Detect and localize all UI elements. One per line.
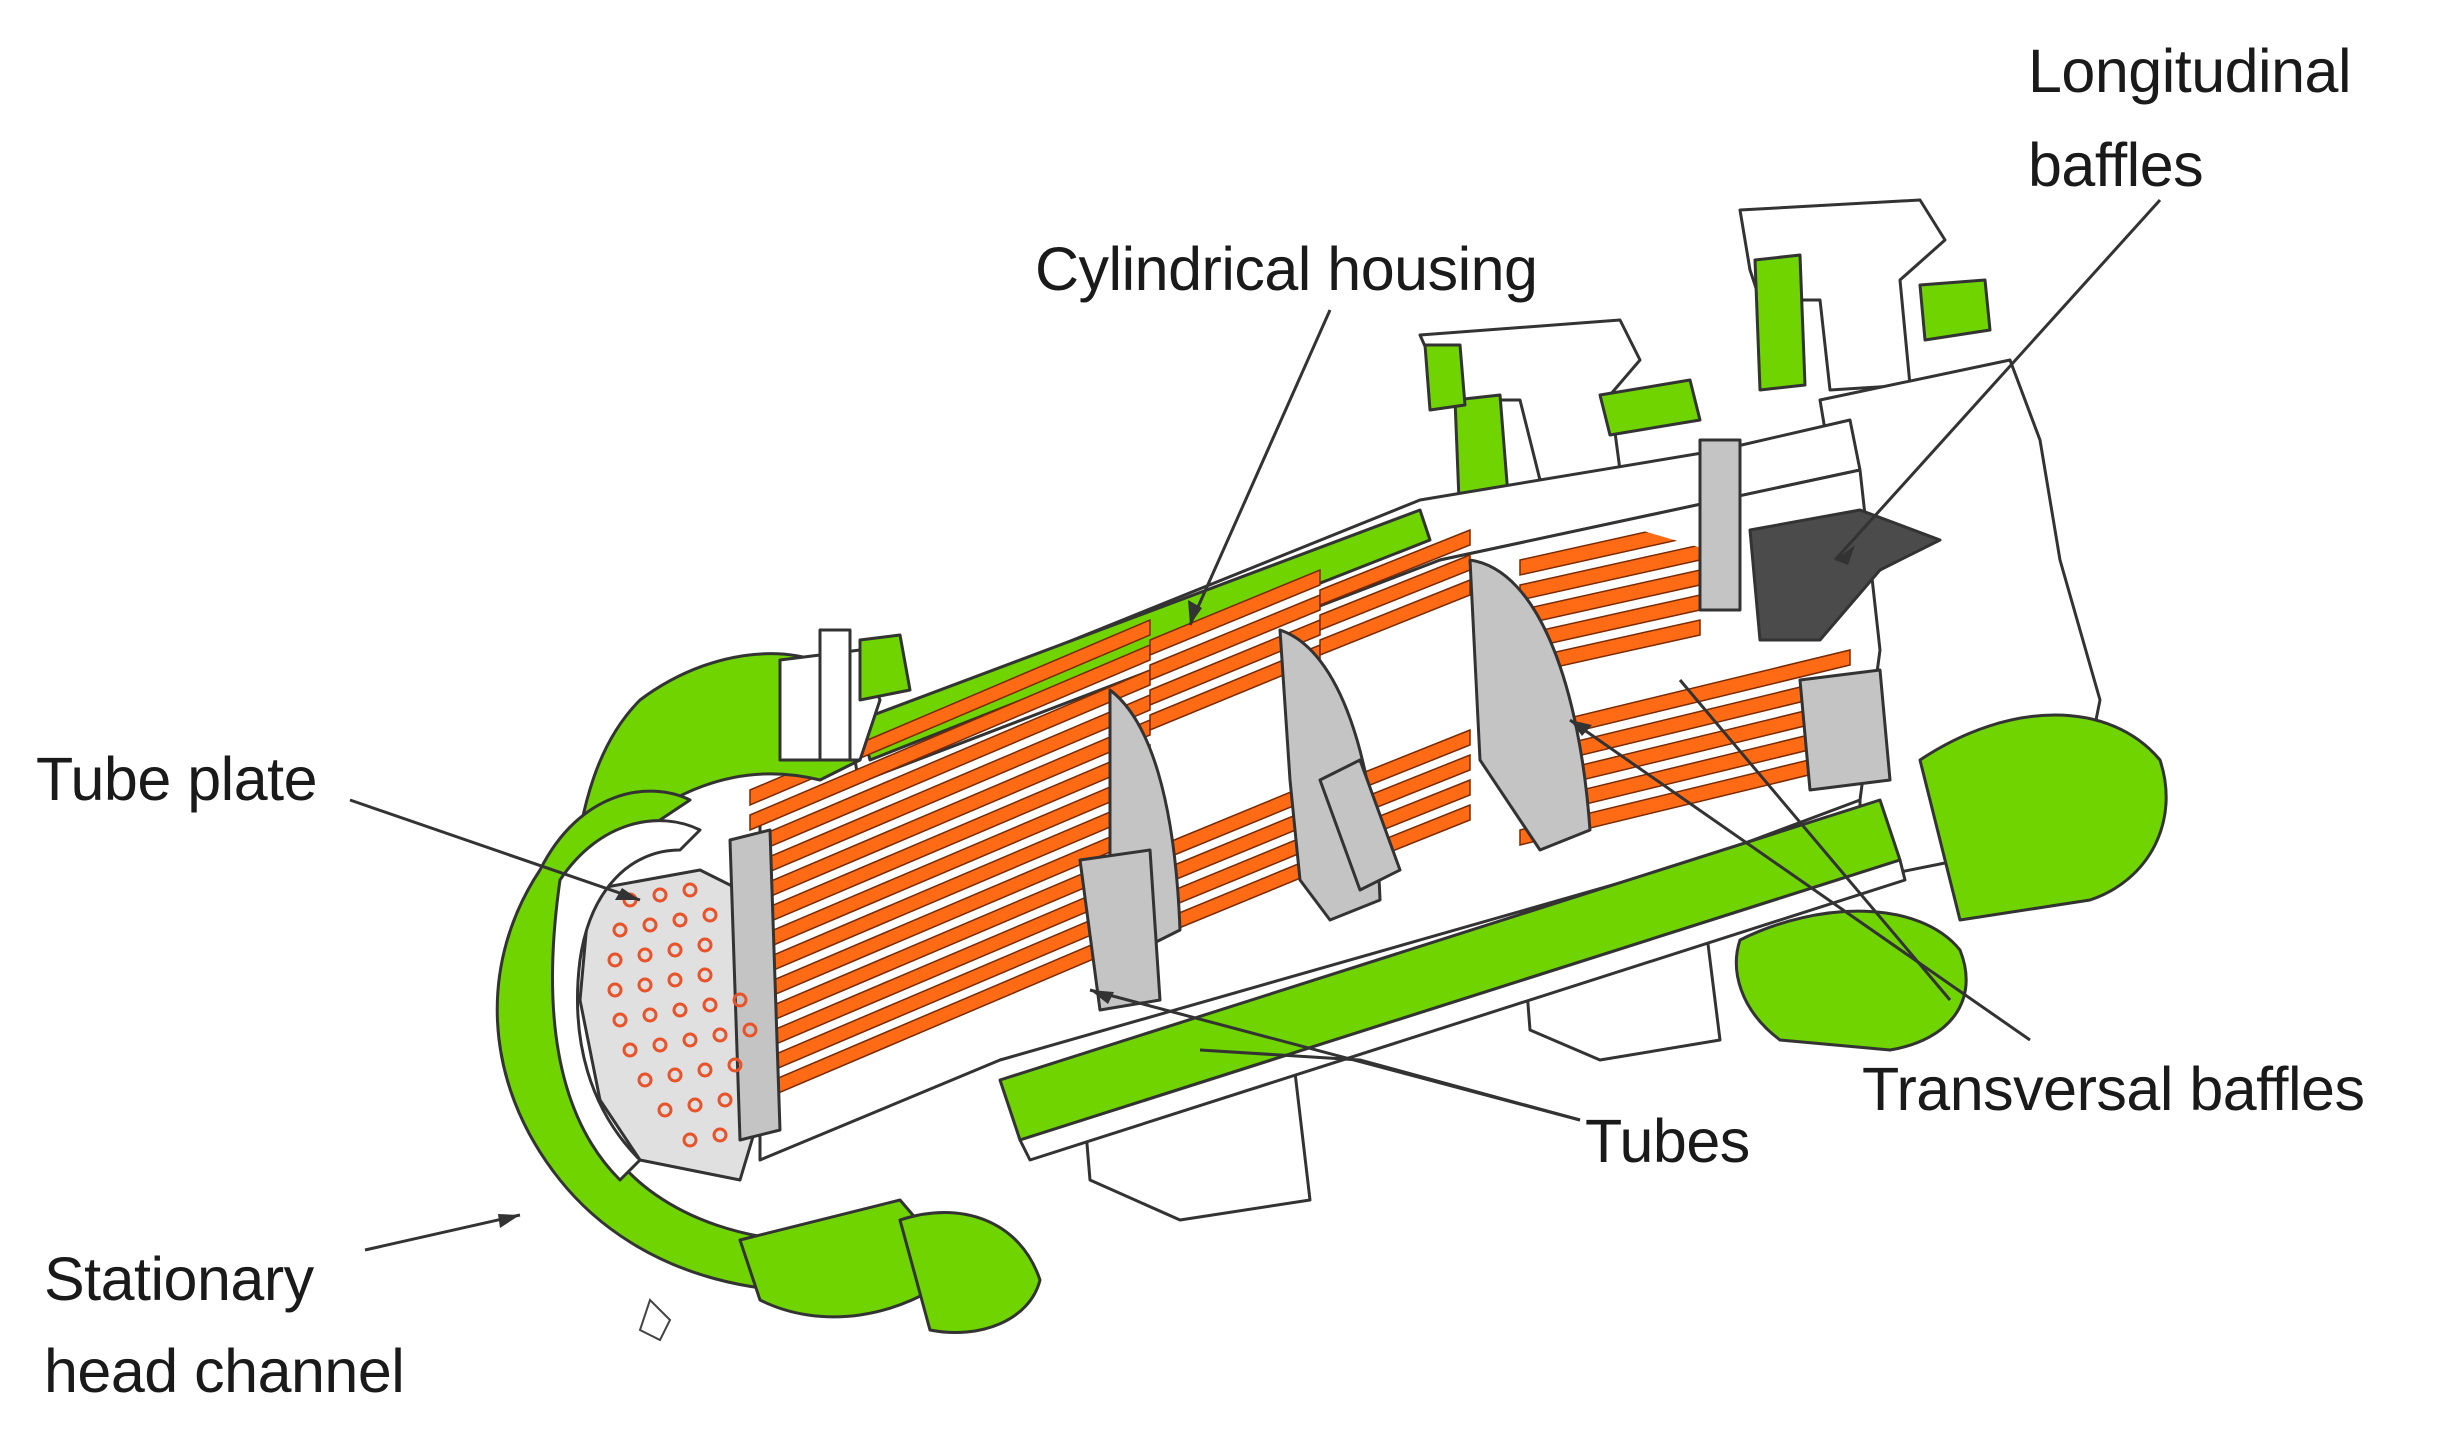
label-longitudinal-baffles-line1: Longitudinal [2028,37,2351,105]
leader-tubes-2 [1089,988,1581,1122]
leader-stationary-head-channel [364,1213,521,1252]
leader-cylindrical-housing [1188,309,1332,626]
transversal-baffle-3 [1468,558,1592,852]
leader-transversal-baffles-1 [1569,718,2031,1042]
leader-lines [349,198,2162,1252]
tube-plate [578,828,782,1182]
front-shell-flange [778,628,912,762]
leader-longitudinal-baffles [1833,198,2162,562]
outlet-nozzle-right [1598,198,1992,437]
label-stationary-head-channel-line1: Stationary [44,1245,315,1313]
leader-transversal-baffles-2 [1678,679,1952,1001]
longitudinal-baffle [1748,508,1942,642]
label-transversal-baffles: Transversal baffles [1862,1055,2364,1123]
label-tubes: Tubes [1585,1107,1750,1175]
label-tube-plate: Tube plate [36,745,317,813]
leader-tube-plate [349,798,641,902]
tubes-rear-section [1519,519,1851,846]
rear-head [1734,358,2168,1052]
label-cylindrical-housing: Cylindrical housing [1035,235,1537,303]
transversal-baffles [1078,438,1892,1012]
tubes-upper-rows [749,618,1151,1107]
label-longitudinal-baffles-line2: baffles [2028,131,2203,199]
label-stationary-head-channel-line2: head channel [44,1337,404,1405]
tube-bundle [749,519,1851,1107]
